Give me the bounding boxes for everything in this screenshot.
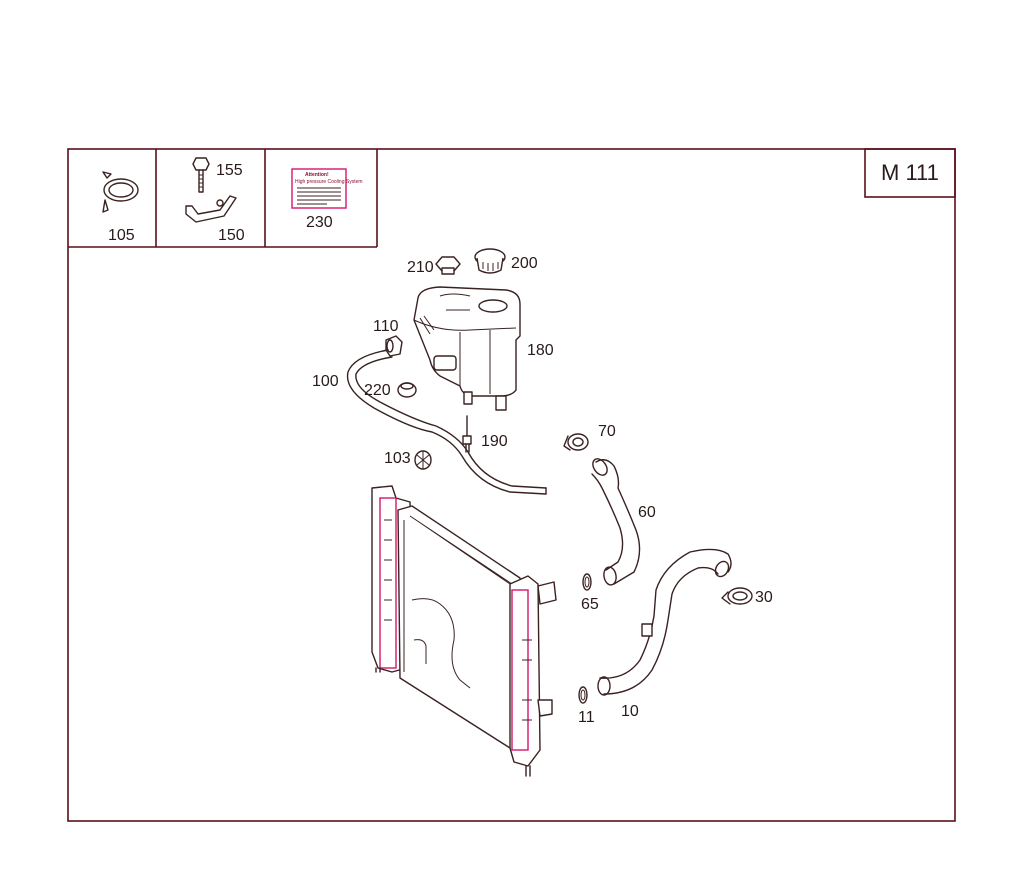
callout-11: 11 bbox=[578, 709, 595, 726]
part-30-clamp[interactable] bbox=[721, 587, 753, 605]
sticker-subtitle: High pressure Cooling System bbox=[295, 179, 363, 185]
part-150-bracket[interactable] bbox=[185, 195, 237, 223]
callout-220: 220 bbox=[364, 382, 391, 399]
callout-60: 60 bbox=[638, 504, 656, 521]
part-220-grommet[interactable] bbox=[397, 382, 417, 398]
part-105-clamp[interactable] bbox=[102, 171, 139, 213]
radiator-right-tank-highlight bbox=[511, 589, 529, 751]
part-230-sticker[interactable]: Attention! High pressure Cooling System bbox=[291, 168, 363, 209]
radiator[interactable] bbox=[371, 485, 557, 777]
part-11-oring[interactable] bbox=[578, 686, 588, 704]
part-65-oring[interactable] bbox=[582, 573, 592, 591]
callout-190: 190 bbox=[481, 433, 508, 450]
callout-150: 150 bbox=[218, 227, 245, 244]
callout-105: 105 bbox=[108, 227, 135, 244]
callout-70: 70 bbox=[598, 423, 616, 440]
part-200-cap[interactable] bbox=[474, 248, 506, 274]
diagram-frame bbox=[67, 148, 956, 822]
callout-65: 65 bbox=[581, 596, 599, 613]
callout-200: 200 bbox=[511, 255, 538, 272]
callout-100: 100 bbox=[312, 373, 339, 390]
part-103-clip[interactable] bbox=[414, 450, 432, 470]
callout-180: 180 bbox=[527, 342, 554, 359]
callout-155: 155 bbox=[216, 162, 243, 179]
callout-230: 230 bbox=[306, 214, 333, 231]
callout-10: 10 bbox=[621, 703, 639, 720]
callout-103: 103 bbox=[384, 450, 411, 467]
radiator-left-tank-highlight bbox=[379, 497, 397, 669]
part-210-nut[interactable] bbox=[435, 256, 461, 275]
part-100-vent-hose[interactable] bbox=[346, 349, 547, 495]
sticker-title: Attention! bbox=[305, 172, 329, 178]
part-155-bolt[interactable] bbox=[192, 157, 210, 193]
part-60-upper-hose[interactable] bbox=[590, 456, 641, 586]
callout-210: 210 bbox=[407, 259, 434, 276]
callout-30: 30 bbox=[755, 589, 773, 606]
part-70-clamp[interactable] bbox=[563, 433, 589, 451]
part-110-clip[interactable] bbox=[385, 335, 403, 357]
model-code: M 111 bbox=[881, 160, 939, 185]
callout-110: 110 bbox=[373, 318, 399, 335]
part-10-lower-hose[interactable] bbox=[597, 548, 732, 696]
part-180-reservoir[interactable] bbox=[413, 286, 521, 411]
model-box bbox=[864, 148, 956, 198]
part-190-sensor[interactable] bbox=[462, 415, 472, 453]
